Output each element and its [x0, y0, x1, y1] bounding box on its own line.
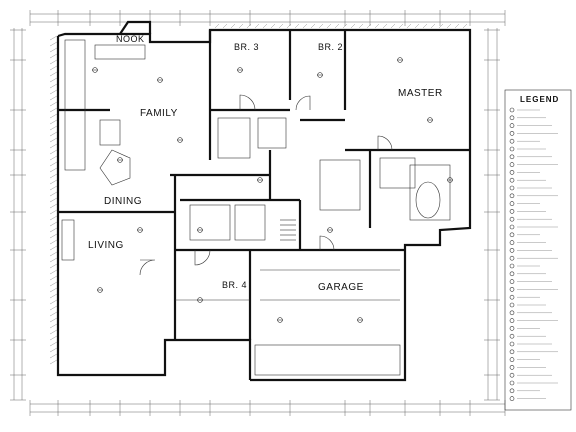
legend-title: LEGEND — [520, 95, 559, 104]
room-label-br2: BR. 2 — [318, 42, 343, 52]
room-label-living: LIVING — [88, 240, 124, 251]
room-label-br4: BR. 4 — [222, 280, 247, 290]
room-label-nook: NOOK — [116, 34, 145, 44]
legend-panel: LEGEND — [504, 89, 572, 411]
room-label-family: FAMILY — [140, 108, 178, 119]
legend-symbols — [509, 107, 558, 401]
interior-walls — [58, 30, 470, 340]
fixtures — [61, 39, 451, 376]
door-swing-icon — [139, 94, 393, 276]
room-label-garage: GARAGE — [318, 282, 364, 293]
wall-hatching — [49, 23, 468, 365]
room-label-br3: BR. 3 — [234, 42, 259, 52]
exterior-walls — [56, 20, 472, 382]
room-label-master: MASTER — [398, 88, 443, 99]
room-labels: NOOK BR. 3 BR. 2 MASTER FAMILY DINING LI… — [88, 34, 443, 293]
dimension-lines — [10, 10, 506, 416]
outlet-icon — [92, 57, 453, 323]
stair-icon — [280, 219, 296, 241]
room-label-dining: DINING — [104, 196, 142, 207]
